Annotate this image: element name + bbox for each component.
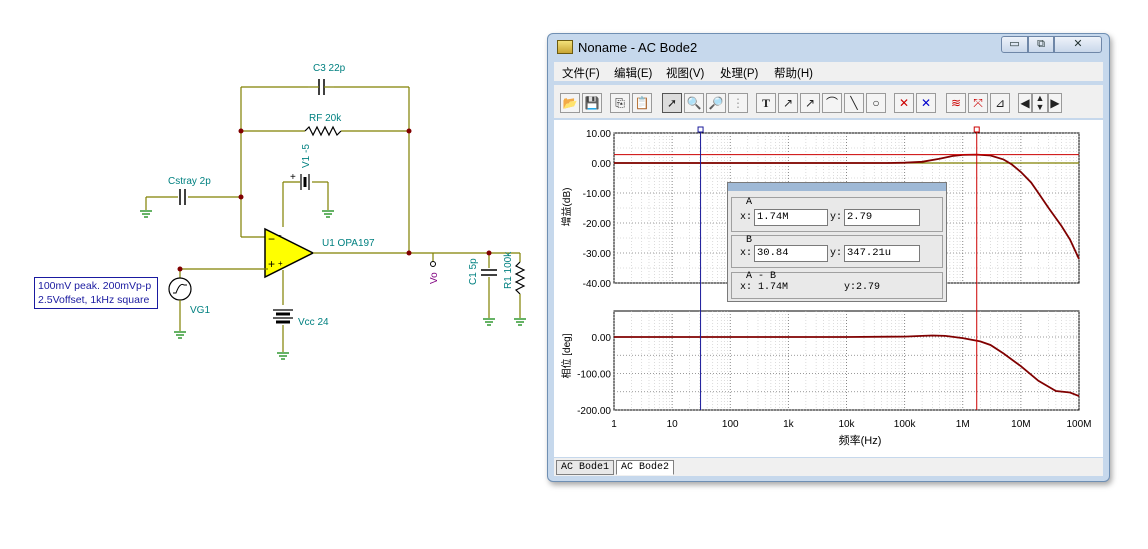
menu-help[interactable]: 帮助(H) xyxy=(774,68,813,80)
junction-node xyxy=(406,128,412,134)
close-button[interactable]: ✕ xyxy=(1054,36,1102,53)
menu-bar: 文件(F) 编辑(E) 视图(V) 处理(P) 帮助(H) xyxy=(554,62,1103,81)
cursor-readout-panel[interactable]: A x: 1.74M y: 2.79 B x: 30.84 y: 347.21u… xyxy=(727,182,947,302)
ground-symbol xyxy=(140,210,152,218)
scroll-right-icon[interactable]: ▶ xyxy=(1048,93,1062,113)
junction-node xyxy=(238,128,244,134)
schematic-canvas[interactable]: C3 22p RF 20k Cstray 2p + V1 -5 − + − + … xyxy=(0,0,545,549)
app-icon xyxy=(557,40,573,54)
zoom-100-icon[interactable]: 🔎 xyxy=(706,93,726,113)
cursor-b-group: B x: 30.84 y: 347.21u xyxy=(731,235,943,268)
note-line: 2.5Voffset, 1kHz square xyxy=(38,294,150,306)
u1-label: U1 OPA197 xyxy=(322,238,375,249)
cursor-curve-icon[interactable]: ↗ xyxy=(778,93,798,113)
resistor-r1[interactable] xyxy=(514,261,526,295)
menu-process[interactable]: 处理(P) xyxy=(720,68,759,80)
copy-icon[interactable]: ⎘ xyxy=(610,93,630,113)
c1-label: C1 5p xyxy=(468,258,479,285)
svg-text:−: − xyxy=(268,232,275,246)
maximize-button[interactable]: ⧉ xyxy=(1028,36,1054,53)
y-label: y: xyxy=(830,248,843,259)
circle-icon[interactable]: ○ xyxy=(866,93,886,113)
tab-ac-bode1[interactable]: AC Bode1 xyxy=(556,460,615,475)
cursor-curve2-icon[interactable]: ↗ xyxy=(800,93,820,113)
menu-file[interactable]: 文件(F) xyxy=(562,68,600,80)
diff-x-value: x: 1.74M xyxy=(740,282,789,293)
vg1-label: VG1 xyxy=(190,305,210,316)
cursor-a-label: A xyxy=(746,197,753,208)
junction-node xyxy=(238,194,244,200)
y-label: y: xyxy=(830,212,843,223)
minimize-button[interactable]: ▭ xyxy=(1001,36,1028,53)
r1-label: R1 100k xyxy=(503,251,514,289)
ground-symbol xyxy=(277,352,289,360)
svg-text:−: − xyxy=(277,231,282,240)
ground-symbol xyxy=(514,318,526,326)
rf-label: RF 20k xyxy=(309,113,342,124)
x-label: x: xyxy=(740,248,753,259)
cursor-a-y-field[interactable]: 2.79 xyxy=(844,209,920,226)
ground-symbol xyxy=(483,318,495,326)
grid-icon[interactable]: ⋮ xyxy=(728,93,748,113)
marker-icon[interactable]: ⊿ xyxy=(990,93,1010,113)
menu-edit[interactable]: 编辑(E) xyxy=(614,68,653,80)
text-icon[interactable]: T xyxy=(756,93,776,113)
zoom-in-icon[interactable]: 🔍 xyxy=(684,93,704,113)
cursor-b-x-field[interactable]: 30.84 xyxy=(754,245,828,262)
toolbar: 📂 💾 ⎘ 📋 ➚ 🔍 🔎 ⋮ T ↗ ↗ ⌒ ╲ ○ ✕ ✕ ≋ ⤧ ⊿ ◀ … xyxy=(554,85,1103,118)
open-icon[interactable]: 📂 xyxy=(560,93,580,113)
vcc-label: Vcc 24 xyxy=(298,317,329,328)
cursor-b-icon[interactable]: ✕ xyxy=(916,93,936,113)
signal-note-box[interactable]: 100mV peak. 200mVp-p 2.5Voffset, 1kHz sq… xyxy=(34,277,158,309)
svg-text:+: + xyxy=(278,259,283,268)
window-title: Noname - AC Bode2 xyxy=(578,40,698,55)
title-bar[interactable]: Noname - AC Bode2 ▭ ⧉ ✕ xyxy=(548,34,1109,60)
tab-bar: AC Bode1 AC Bode2 xyxy=(554,458,1103,476)
pointer-icon[interactable]: ➚ xyxy=(662,93,682,113)
resistor-rf[interactable] xyxy=(304,125,342,137)
capacitor-c1[interactable] xyxy=(481,269,497,276)
junction-node xyxy=(177,266,183,272)
cursor-level-icon[interactable]: ⌒ xyxy=(822,93,842,113)
battery-v1[interactable]: + xyxy=(290,172,310,190)
vo-pin[interactable] xyxy=(430,261,436,267)
v1-label: V1 -5 xyxy=(301,144,312,168)
junction-node xyxy=(486,250,492,256)
note-line: 100mV peak. 200mVp-p xyxy=(38,280,152,292)
add-curve-icon[interactable]: ≋ xyxy=(946,93,966,113)
cursor-a-x-field[interactable]: 1.74M xyxy=(754,209,828,226)
cursor-diff-group: A - B x: 1.74M y:2.79 xyxy=(731,271,943,299)
cursor-diff-label: A - B xyxy=(746,271,777,282)
diff-y-value: y:2.79 xyxy=(844,282,881,293)
save-icon[interactable]: 💾 xyxy=(582,93,602,113)
ground-symbol xyxy=(322,210,334,218)
signal-generator-vg1[interactable] xyxy=(168,277,192,301)
cursor-b-y-field[interactable]: 347.21u xyxy=(844,245,920,262)
cursor-a-icon[interactable]: ✕ xyxy=(894,93,914,113)
scroll-updown-icon[interactable]: ▲▼ xyxy=(1032,93,1048,113)
svg-text:+: + xyxy=(268,257,275,271)
svg-text:+: + xyxy=(290,172,296,183)
cursor-b-label: B xyxy=(746,235,753,246)
capacitor-cstray[interactable] xyxy=(179,189,186,205)
paste-icon[interactable]: 📋 xyxy=(632,93,652,113)
opamp-u1[interactable] xyxy=(264,227,315,279)
battery-vcc[interactable] xyxy=(273,309,293,324)
vo-label: Vo xyxy=(429,272,440,284)
c3-label: C3 22p xyxy=(313,63,346,74)
ground-symbol xyxy=(174,331,186,339)
line-icon[interactable]: ╲ xyxy=(844,93,864,113)
cursor-a-group: A x: 1.74M y: 2.79 xyxy=(731,197,943,232)
junction-node xyxy=(406,250,412,256)
pick-icon[interactable]: ⤧ xyxy=(968,93,988,113)
panel-header[interactable] xyxy=(728,183,946,191)
scroll-left-icon[interactable]: ◀ xyxy=(1018,93,1032,113)
cstray-label: Cstray 2p xyxy=(168,176,211,187)
capacitor-c3[interactable] xyxy=(308,79,334,95)
tab-ac-bode2[interactable]: AC Bode2 xyxy=(616,460,675,475)
x-label: x: xyxy=(740,212,753,223)
menu-view[interactable]: 视图(V) xyxy=(666,68,705,80)
